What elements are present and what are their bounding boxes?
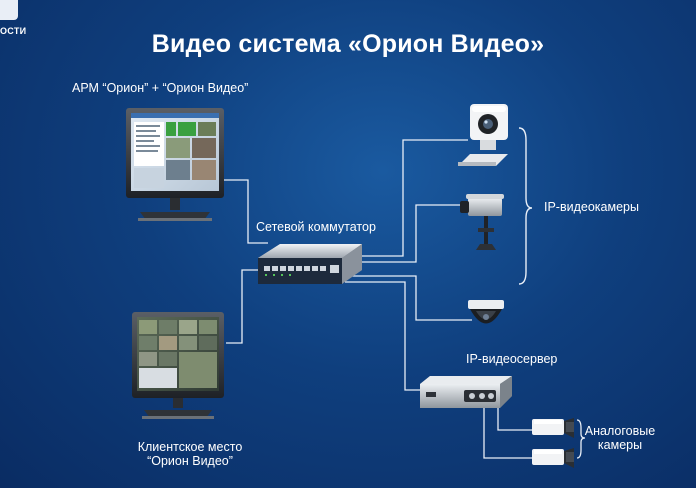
network-switch-icon: [258, 244, 362, 284]
video-server-icon: [420, 376, 512, 408]
connection-lines: [222, 139, 538, 459]
analog-camera-icon: [532, 448, 574, 468]
label-network-switch: Сетевой коммутатор: [256, 220, 376, 234]
label-client-line1: Клиентское место: [137, 440, 243, 454]
label-client-line2: “Орион Видео”: [147, 454, 233, 468]
ip-camera-cube-icon: [458, 104, 508, 166]
brace-analog-cameras: [576, 419, 586, 459]
label-analog-cameras: Аналоговые камеры: [582, 424, 658, 452]
label-ip-cameras: IP-видеокамеры: [544, 200, 639, 214]
label-ip-videoserver: IP-видеосервер: [466, 352, 558, 366]
monitor-icon: [126, 108, 224, 221]
line-switch-to-cube-camera: [358, 139, 468, 257]
monitor-icon: [132, 312, 224, 419]
company-logo: ОСТИ: [0, 0, 26, 40]
line-arm-to-switch: [222, 179, 268, 244]
label-arm: АРМ “Орион” + “Орион Видео”: [72, 81, 249, 95]
label-analog-line1: Аналоговые: [584, 424, 656, 438]
dome-camera-icon: [468, 300, 504, 324]
line-server-to-analog-2: [483, 408, 538, 459]
line-client-to-switch: [226, 269, 262, 344]
line-switch-to-videoserver: [345, 281, 428, 391]
label-client-workstation: Клиентское место “Орион Видео”: [116, 440, 264, 468]
brace-ip-cameras: [518, 127, 533, 285]
label-analog-line2: камеры: [597, 438, 643, 452]
line-switch-to-box-camera: [356, 204, 466, 263]
page-title: Видео система «Орион Видео»: [151, 30, 545, 58]
analog-camera-icon: [532, 418, 574, 438]
ip-camera-box-icon: [460, 194, 504, 250]
line-switch-to-dome-camera: [350, 275, 472, 321]
line-server-to-analog-1: [497, 405, 538, 431]
